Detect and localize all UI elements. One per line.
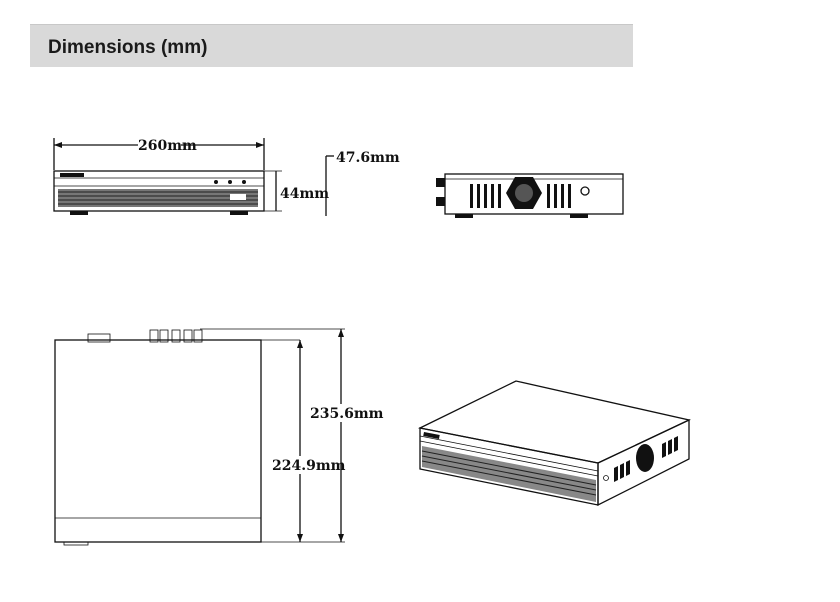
front-view: 260mm 44mm 47.6mm — [53, 138, 400, 216]
isometric-view — [417, 380, 691, 507]
width-dimension-label: 260mm — [138, 138, 197, 154]
section-header: Dimensions (mm) — [30, 24, 633, 67]
top-view: 235.6mm 224.9mm — [54, 328, 384, 546]
side-view — [436, 173, 624, 218]
height-with-feet-label: 47.6mm — [336, 150, 400, 166]
depth-dimension-label: 235.6mm — [310, 406, 384, 422]
height-dimension-label: 44mm — [280, 186, 329, 202]
section-title: Dimensions (mm) — [48, 37, 208, 58]
depth-body-dimension-label: 224.9mm — [272, 458, 346, 474]
